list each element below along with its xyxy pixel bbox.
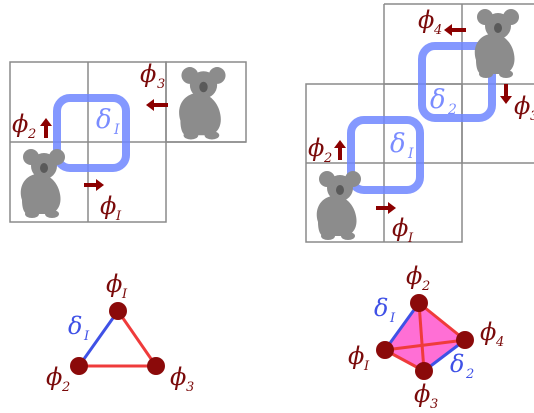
graph-right-node-bottom (415, 362, 433, 380)
loop-delta-2 (418, 42, 496, 122)
left-grid (9, 61, 247, 223)
phi-4-label: ϕ (418, 6, 434, 34)
koala-icon (316, 171, 361, 240)
koala-icon (179, 67, 226, 140)
graph-right-edge-2-label: δ (450, 350, 464, 378)
graph-left-right-sub: 3 (186, 380, 194, 395)
loop-sub: I (113, 122, 120, 138)
loop-label: δ (96, 105, 112, 135)
arrow-icon (146, 99, 168, 111)
graph-right-edge-1-label: δ (374, 294, 388, 322)
graph-left-edge-sub: I (83, 329, 90, 344)
loop-delta-1 (53, 94, 130, 172)
graph-left-node-top (109, 302, 127, 320)
loop-2-label: δ (430, 85, 446, 115)
graph-left-edge-delta (77, 310, 120, 367)
graph-right-top-label: ϕ (406, 262, 422, 290)
koala-icon (20, 149, 65, 218)
phi-2-sub: 2 (27, 127, 36, 142)
phi-1-sub: I (115, 209, 122, 224)
graph-right-node-left (376, 341, 394, 359)
graph-right: ϕ 2 ϕ I ϕ 4 ϕ 3 δ I δ 2 (348, 262, 504, 412)
graph-left-edge-right (116, 310, 158, 367)
loop-1-label: δ (390, 129, 406, 159)
graph-right-top-sub: 2 (421, 279, 430, 294)
graph-right-right-sub: 4 (495, 335, 504, 350)
graph-right-right-label: ϕ (480, 318, 496, 346)
graph-left-node-left (70, 357, 88, 375)
arrow-icon (376, 202, 396, 214)
loop-2-sub: 2 (447, 102, 457, 118)
graph-right-edge-delta-1 (383, 302, 421, 351)
graph-right-edge-c (417, 302, 426, 372)
phi-3-label: ϕ (140, 60, 156, 88)
loop-delta-1 (347, 116, 424, 194)
arrow-icon (84, 179, 104, 191)
phi-4-sub: 4 (433, 23, 442, 38)
graph-right-edge-1-sub: I (389, 311, 396, 326)
graph-left-left-label: ϕ (46, 363, 62, 391)
left-grid-extra-cell (165, 61, 247, 143)
graph-right-edge-a (418, 301, 466, 342)
arrow-icon (500, 84, 512, 104)
graph-left-top-label: ϕ (106, 270, 122, 298)
phi-2-label: ϕ (12, 110, 28, 138)
graph-left-right-label: ϕ (170, 363, 186, 391)
arrow-icon (40, 118, 52, 138)
graph-left: ϕ I ϕ 2 ϕ 3 δ I (46, 270, 194, 395)
loop-1-sub: I (407, 146, 414, 162)
graph-right-edge-d (384, 338, 466, 352)
arrow-icon (444, 24, 466, 36)
phi-3-sub: 3 (530, 109, 534, 124)
phi-3-label: ϕ (514, 92, 530, 120)
graph-left-top-sub: I (121, 287, 128, 302)
graph-right-node-top (410, 294, 428, 312)
graph-right-node-right (456, 331, 474, 349)
phi-2-sub: 2 (323, 151, 332, 166)
graph-left-node-right (147, 357, 165, 375)
phi-1-sub: I (407, 231, 414, 246)
koala-icon (474, 9, 519, 78)
graph-right-edge-2-sub: 2 (465, 367, 474, 382)
graph-right-bottom-sub: 3 (430, 397, 438, 412)
phi-2-label: ϕ (308, 134, 324, 162)
graph-right-left-sub: I (363, 359, 370, 374)
graph-right-left-label: ϕ (348, 342, 364, 370)
phi-3-sub: 3 (157, 77, 165, 92)
graph-left-left-sub: 2 (61, 380, 70, 395)
phi-1-label: ϕ (100, 192, 116, 220)
phi-1-label: ϕ (392, 214, 408, 242)
graph-right-bottom-label: ϕ (414, 380, 430, 408)
graph-left-edge-label: δ (68, 312, 82, 340)
arrow-icon (334, 140, 346, 160)
